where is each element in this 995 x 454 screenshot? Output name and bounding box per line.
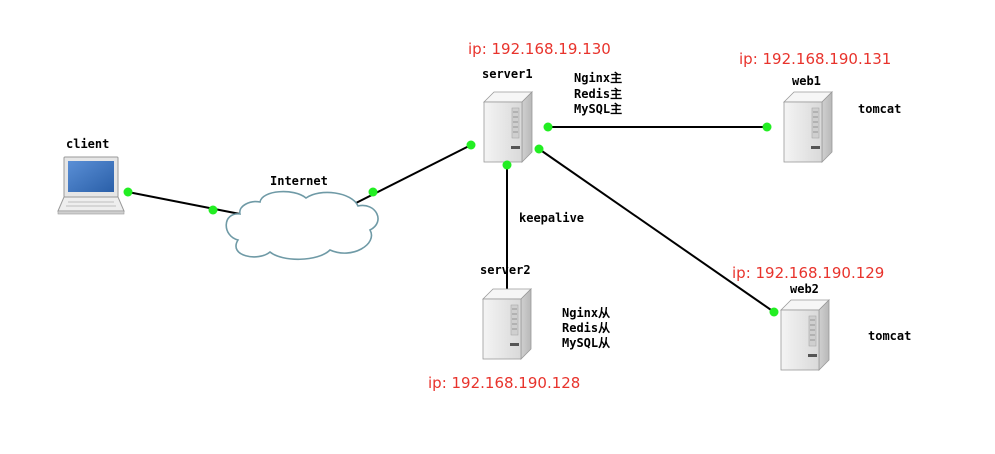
server1-service-nginx: Nginx主 — [574, 70, 622, 85]
dot-server1-right — [543, 122, 553, 132]
dot-internet-right — [368, 187, 378, 197]
dot-server1-left — [466, 140, 476, 150]
server2-service-nginx: Nginx从 — [562, 306, 610, 320]
dot-web2 — [769, 307, 779, 317]
server1-label: server1 — [482, 67, 533, 81]
server2-server-icon — [482, 288, 532, 360]
web2-label: web2 — [790, 282, 819, 296]
web2-ip-label: ip: 192.168.190.129 — [732, 264, 884, 282]
dot-server1-bottom — [502, 160, 512, 170]
client-label: client — [66, 137, 109, 151]
web1-ip-label: ip: 192.168.190.131 — [739, 50, 891, 68]
dot-internet-left — [208, 205, 218, 215]
server2-services: Nginx从 Redis从 MySQL从 — [562, 306, 610, 350]
link-server1-web2 — [538, 148, 775, 313]
link-endpoints — [123, 122, 779, 317]
link-client-internet — [127, 191, 241, 215]
keepalive-label: keepalive — [519, 211, 584, 225]
server1-server-icon — [483, 91, 533, 163]
link-internet-server1 — [351, 144, 472, 206]
server2-service-redis: Redis从 — [562, 321, 610, 335]
web1-label: web1 — [792, 74, 821, 88]
links — [127, 126, 775, 313]
internet-cloud-icon — [225, 190, 379, 261]
client-laptop-icon — [57, 156, 125, 215]
server1-ip-label: ip: 192.168.19.130 — [468, 40, 611, 58]
web2-server-icon — [780, 299, 830, 371]
dot-server1-bottomright — [534, 144, 544, 154]
server1-service-redis: Redis主 — [574, 86, 622, 101]
web1-server-icon — [783, 91, 833, 163]
server1-service-mysql: MySQL主 — [574, 101, 622, 116]
dot-client — [123, 187, 133, 197]
server1-services: Nginx主 Redis主 MySQL主 — [574, 70, 622, 116]
server2-service-mysql: MySQL从 — [562, 336, 610, 350]
internet-label: Internet — [270, 174, 328, 188]
server2-label: server2 — [480, 263, 531, 277]
dot-web1 — [762, 122, 772, 132]
web1-app-label: tomcat — [858, 102, 901, 116]
server2-ip-label: ip: 192.168.190.128 — [428, 374, 580, 392]
web2-app-label: tomcat — [868, 329, 911, 343]
